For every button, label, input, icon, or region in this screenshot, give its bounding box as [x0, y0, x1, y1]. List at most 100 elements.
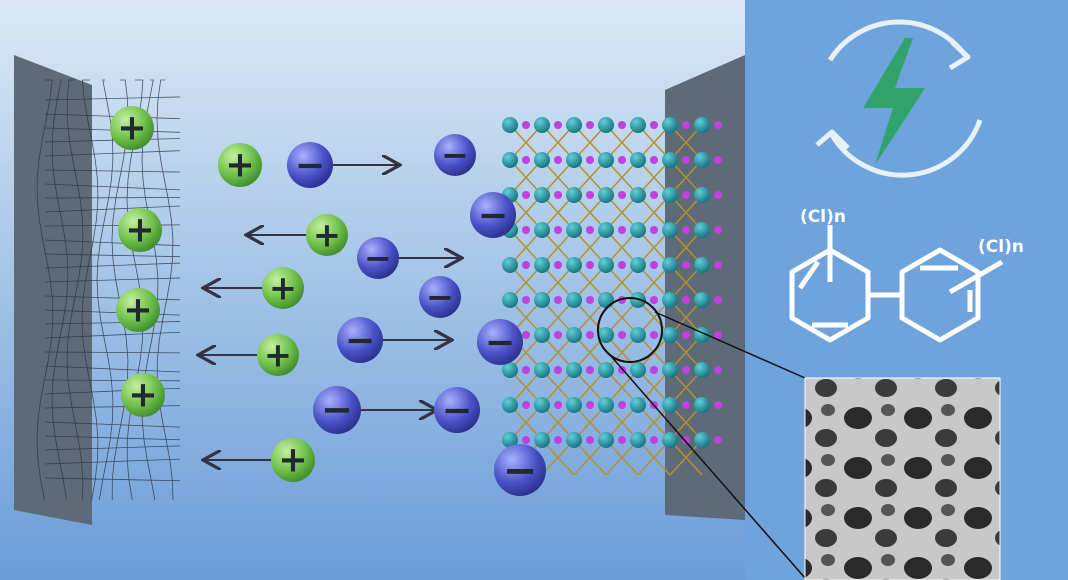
lattice-atom	[630, 152, 646, 168]
lattice-atom	[522, 191, 530, 199]
lattice-atom	[566, 292, 582, 308]
lattice-atom	[630, 257, 646, 273]
lattice-atom	[554, 226, 562, 234]
anion-sign: −	[364, 239, 392, 278]
lattice-atom	[650, 436, 658, 444]
energy-cycle-icon	[815, 19, 983, 178]
anion: −	[357, 237, 399, 279]
lattice-atom	[566, 187, 582, 203]
lattice-atom	[598, 327, 614, 343]
lattice-atom	[554, 296, 562, 304]
anion-sign: −	[485, 321, 516, 364]
lattice-atom	[534, 397, 550, 413]
lattice-atom	[534, 222, 550, 238]
lattice-atom	[586, 331, 594, 339]
lattice-atom	[630, 292, 646, 308]
cation-sign: +	[123, 290, 152, 331]
pcb-structure	[789, 225, 1004, 343]
lattice-atom	[598, 117, 614, 133]
lattice-atom	[618, 261, 626, 269]
lattice-atom	[662, 187, 678, 203]
lattice-atom	[682, 191, 690, 199]
lattice-atom	[662, 327, 678, 343]
lattice-atom	[618, 436, 626, 444]
lattice-atom	[502, 152, 518, 168]
lattice-atom	[598, 152, 614, 168]
lattice-atom	[694, 152, 710, 168]
lattice-atom	[694, 362, 710, 378]
lattice-atom	[586, 401, 594, 409]
lattice-atom	[662, 152, 678, 168]
lattice-atom	[714, 156, 722, 164]
anion-sign: −	[426, 278, 454, 317]
lattice-atom	[554, 331, 562, 339]
lattice-atom	[502, 397, 518, 413]
lattice-atom	[522, 401, 530, 409]
anion: −	[434, 134, 476, 176]
lattice-atom	[714, 436, 722, 444]
lattice-atom	[554, 401, 562, 409]
lattice-atom	[682, 331, 690, 339]
anion-sign: −	[503, 446, 538, 495]
lattice-atom	[522, 261, 530, 269]
lattice-atom	[586, 156, 594, 164]
lattice-atom	[598, 292, 614, 308]
lattice-atom	[694, 292, 710, 308]
lattice-atom	[598, 432, 614, 448]
lattice-atom	[682, 436, 690, 444]
lattice-atom	[522, 436, 530, 444]
anion: −	[337, 317, 383, 363]
lattice-atom	[650, 121, 658, 129]
cation: +	[116, 288, 160, 332]
lattice-atom	[566, 152, 582, 168]
zoom-circle	[597, 297, 663, 363]
lattice-atom	[650, 331, 658, 339]
crystal-lattice	[502, 117, 722, 476]
lattice-atom	[534, 257, 550, 273]
lattice-atom	[522, 156, 530, 164]
lattice-atom	[714, 366, 722, 374]
lattice-atom	[650, 226, 658, 234]
lattice-atom	[630, 117, 646, 133]
cation-sign: +	[125, 210, 154, 251]
anion-sign: −	[441, 136, 469, 175]
lattice-atom	[630, 222, 646, 238]
lattice-atom	[630, 327, 646, 343]
lattice-atom	[598, 222, 614, 238]
lattice-atom	[714, 191, 722, 199]
lattice-atom	[534, 327, 550, 343]
cation: +	[306, 214, 348, 256]
lattice-atom	[662, 222, 678, 238]
lattice-atom	[502, 257, 518, 273]
lattice-atom	[586, 261, 594, 269]
lattice-atom	[534, 292, 550, 308]
lattice-atom	[714, 121, 722, 129]
lattice-atom	[566, 432, 582, 448]
lattice-atom	[534, 362, 550, 378]
cation: +	[110, 106, 154, 150]
cation: +	[121, 373, 165, 417]
anion: −	[477, 319, 523, 365]
lattice-atom	[598, 397, 614, 413]
lightning-bolt-icon	[863, 38, 925, 165]
lattice-atom	[554, 191, 562, 199]
lattice-atom	[714, 331, 722, 339]
lattice-atom	[694, 432, 710, 448]
lattice-atom	[650, 261, 658, 269]
lattice-atom	[662, 117, 678, 133]
lattice-atom	[566, 327, 582, 343]
lattice-atom	[682, 226, 690, 234]
lattice-atom	[618, 156, 626, 164]
lattice-atom	[534, 432, 550, 448]
lattice-atom	[662, 292, 678, 308]
cation-sign: +	[225, 145, 254, 186]
anion: −	[494, 444, 546, 496]
lattice-atom	[630, 362, 646, 378]
lattice-atom	[694, 222, 710, 238]
lattice-atom	[682, 121, 690, 129]
lattice-atom	[662, 397, 678, 413]
cation-sign: +	[313, 216, 341, 255]
lattice-atom	[662, 257, 678, 273]
lattice-atom	[566, 117, 582, 133]
